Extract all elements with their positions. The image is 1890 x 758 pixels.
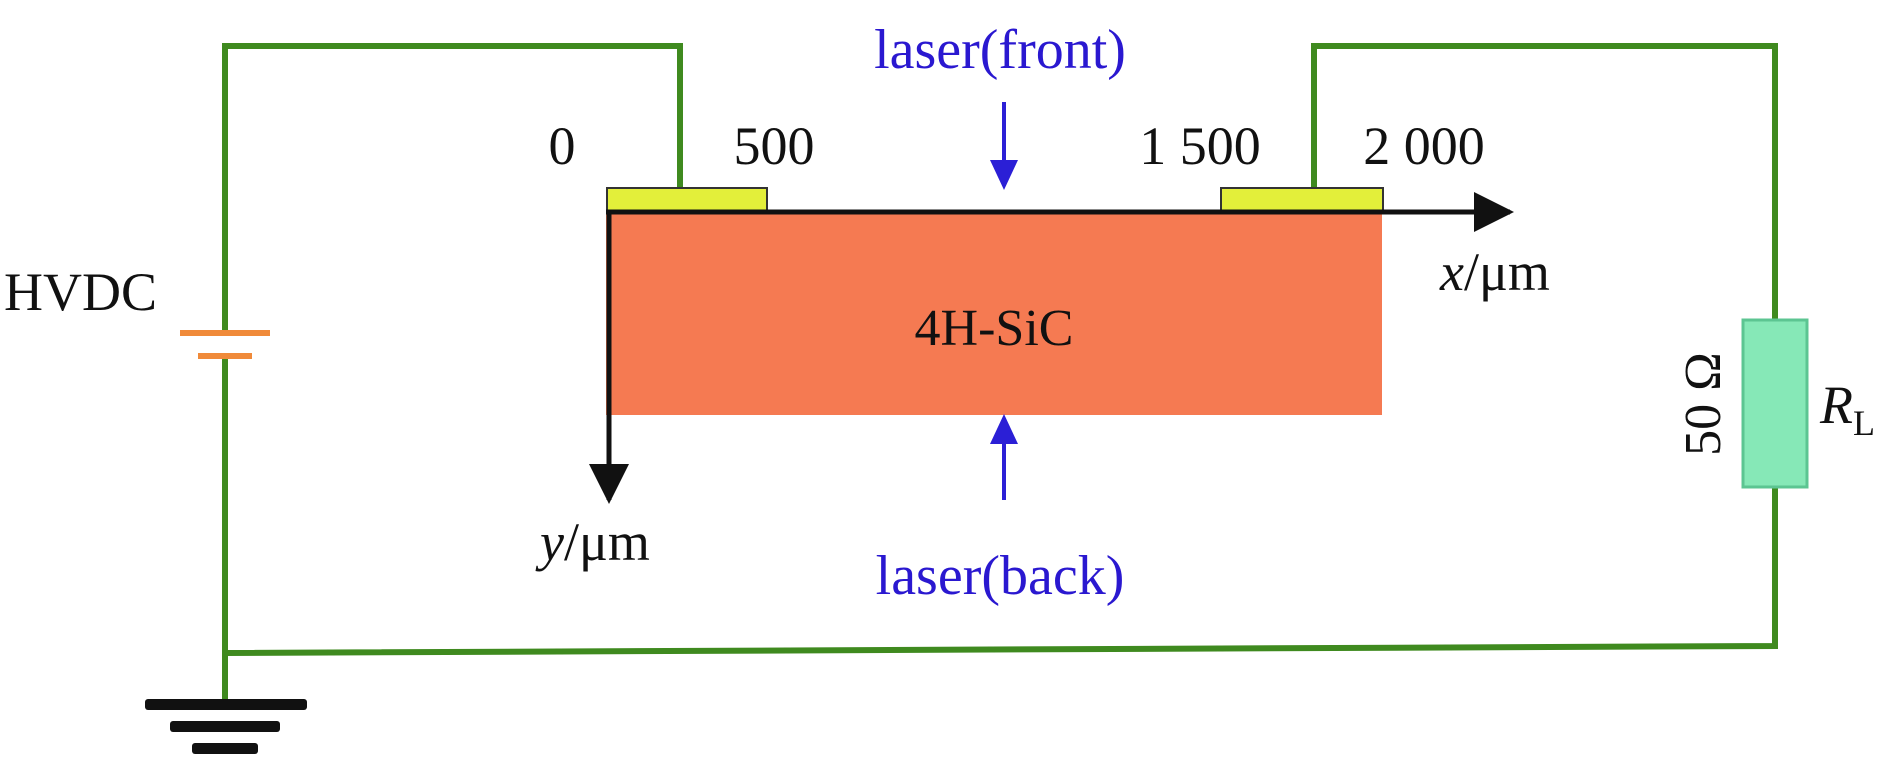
x-tick-label: 500 bbox=[734, 116, 815, 176]
resistor-value-label: 50 Ω bbox=[1675, 352, 1732, 456]
hvdc-label: HVDC bbox=[4, 262, 157, 322]
laser-front-label: laser(front) bbox=[874, 19, 1126, 81]
load-resistor: 50 Ω RL bbox=[1675, 318, 1875, 489]
battery-plate-long bbox=[180, 330, 270, 336]
wire-left-top bbox=[222, 43, 683, 330]
x-axis-var: x bbox=[1439, 242, 1464, 302]
resistor-symbol: R bbox=[1819, 375, 1853, 435]
right-electrode bbox=[1220, 187, 1384, 213]
wire-right-top bbox=[1311, 43, 1778, 320]
x-tick-label: 1 500 bbox=[1139, 116, 1261, 176]
laser-front: laser(front) bbox=[874, 19, 1126, 192]
battery-plate-short bbox=[198, 353, 252, 359]
x-tick-label: 0 bbox=[549, 116, 576, 176]
left-electrode bbox=[606, 187, 768, 213]
axes: 0 500 1 500 2 000 x/μm y/μm bbox=[535, 116, 1550, 572]
wire-bottom bbox=[224, 487, 1778, 656]
ground-symbol bbox=[145, 699, 307, 754]
y-axis-title: y/μm bbox=[535, 512, 650, 572]
sample: 4H-SiC bbox=[606, 187, 1384, 415]
resistor-symbol-label: RL bbox=[1819, 375, 1875, 443]
sample-material-label: 4H-SiC bbox=[915, 300, 1074, 357]
x-axis-unit: /μm bbox=[1464, 242, 1550, 302]
x-tick-label: 2 000 bbox=[1363, 116, 1485, 176]
hvdc-source: HVDC bbox=[4, 262, 270, 359]
laser-back-label: laser(back) bbox=[876, 545, 1125, 607]
resistor-body bbox=[1741, 318, 1809, 489]
y-axis-var: y bbox=[535, 512, 564, 572]
wires bbox=[222, 43, 1778, 700]
y-axis-unit: /μm bbox=[564, 512, 650, 572]
laser-front-arrowhead bbox=[990, 160, 1018, 190]
sic-substrate bbox=[606, 212, 1382, 415]
resistor-subscript: L bbox=[1853, 403, 1875, 443]
x-axis-title: x/μm bbox=[1439, 242, 1550, 302]
laser-back-arrowhead bbox=[990, 414, 1018, 444]
laser-back: laser(back) bbox=[876, 412, 1125, 607]
